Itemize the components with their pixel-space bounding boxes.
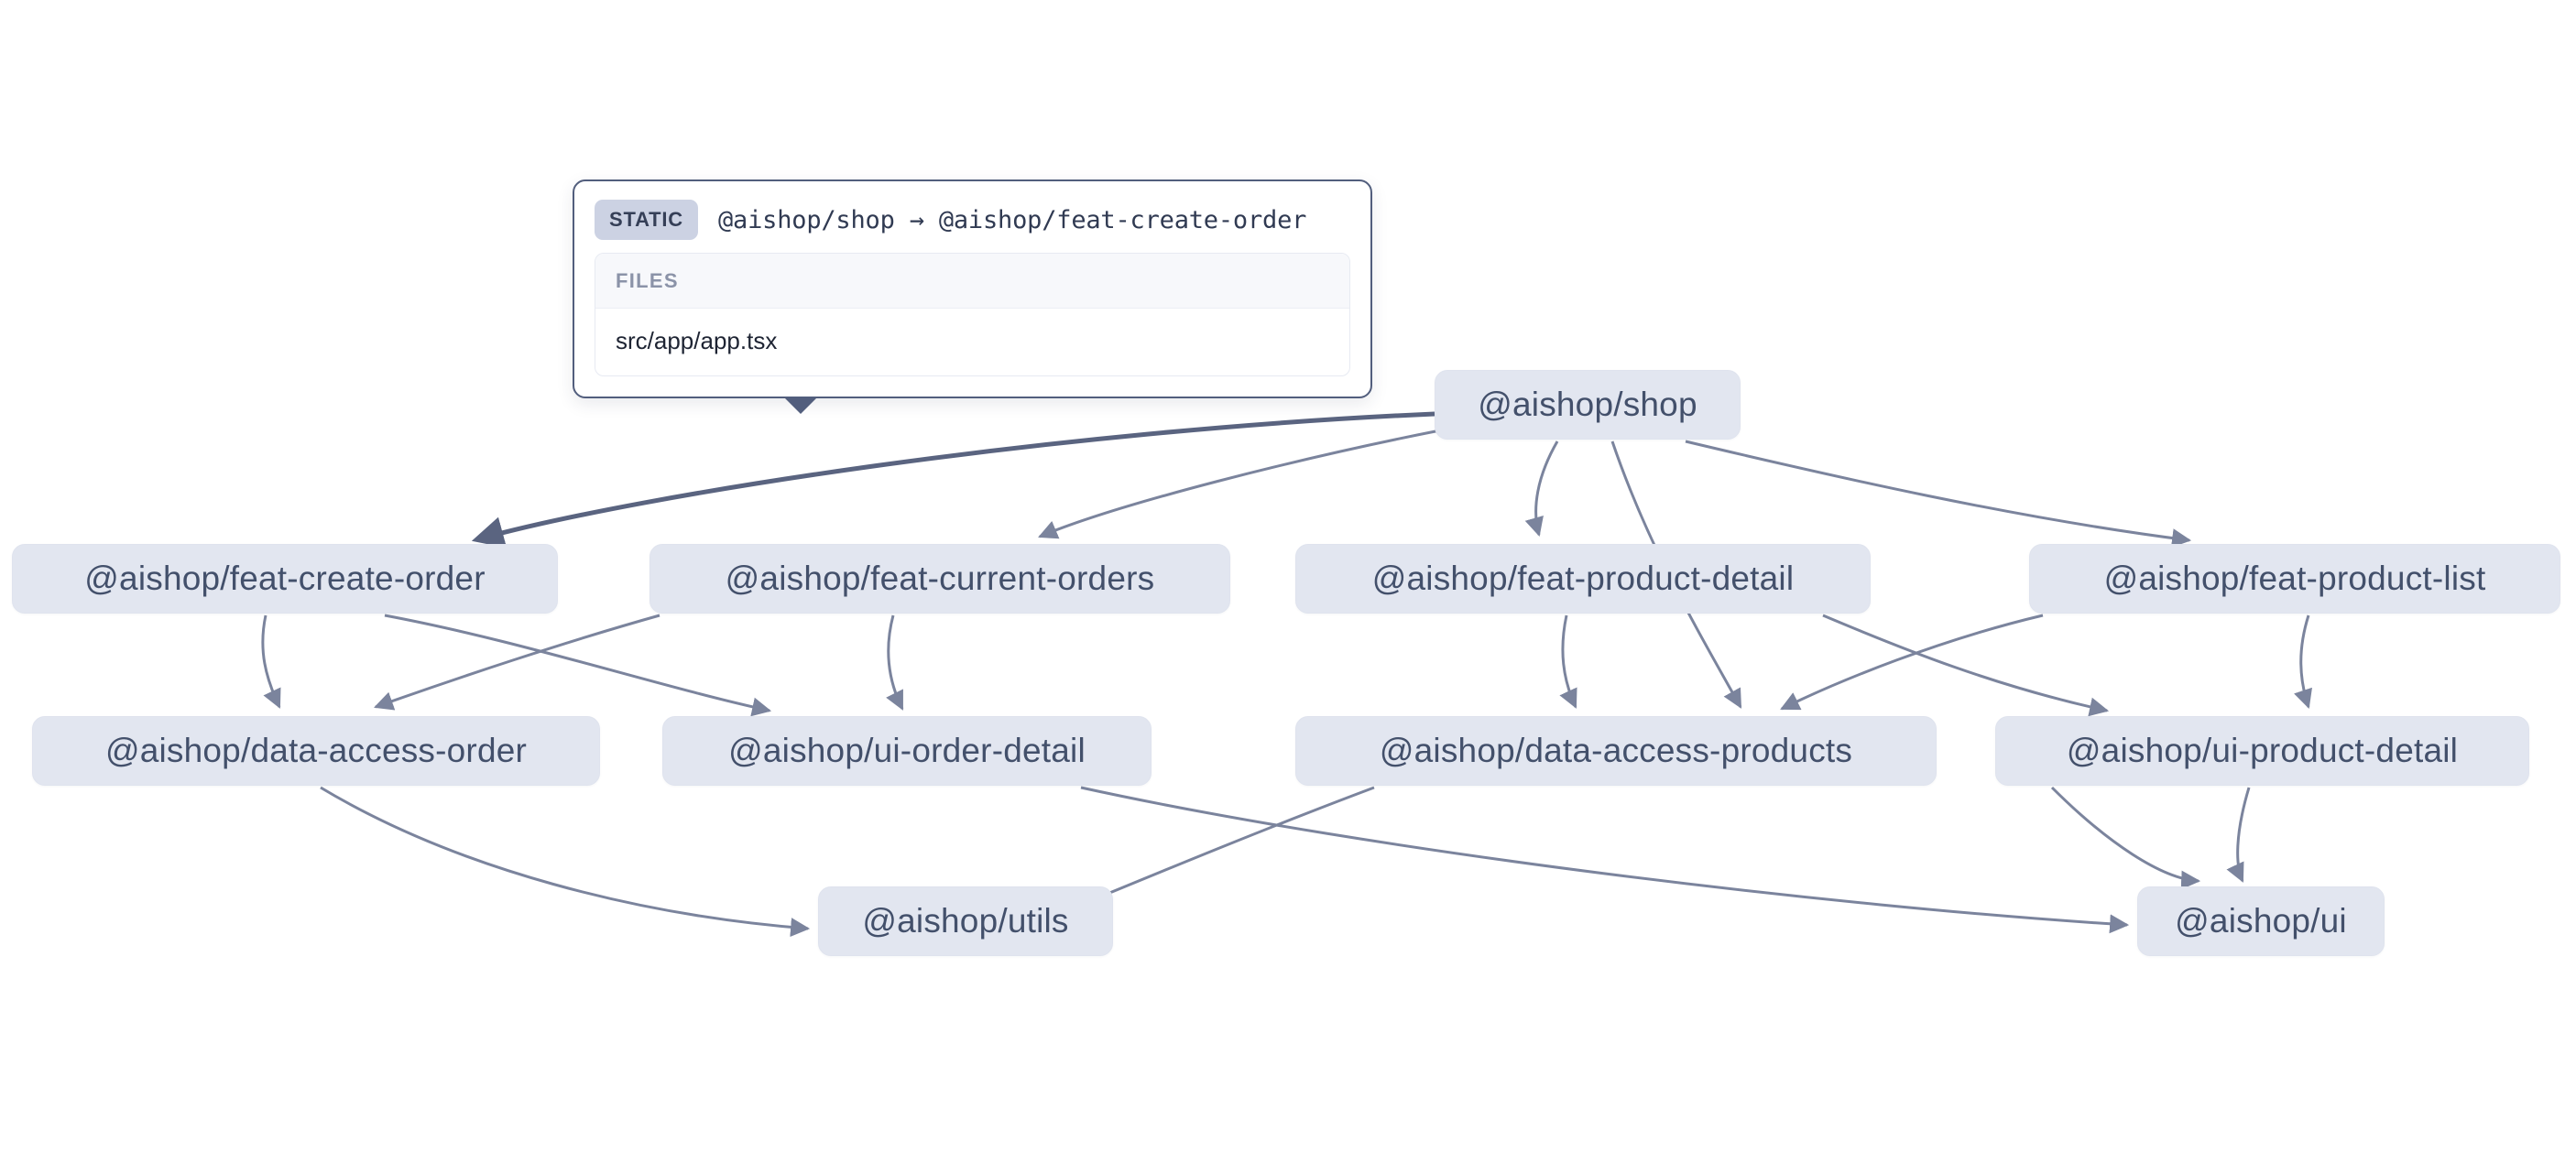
edge-feat-current-orders-to-ui-order-detail <box>886 614 904 711</box>
files-heading: FILES <box>595 254 1349 309</box>
edge-ui-product-detail-to-ui <box>2050 786 2201 890</box>
graph-node-feat-create-order[interactable]: @aishop/feat-create-order <box>12 544 558 614</box>
edge-data-access-products-to-utils <box>1075 786 1375 909</box>
graph-node-feat-product-detail[interactable]: @aishop/feat-product-detail <box>1295 544 1871 614</box>
graph-node-ui[interactable]: @aishop/ui <box>2137 886 2385 956</box>
tooltip-header: STATIC @aishop/shop → @aishop/feat-creat… <box>574 181 1370 253</box>
graph-node-label: @aishop/ui-product-detail <box>2066 732 2459 769</box>
graph-node-data-access-order[interactable]: @aishop/data-access-order <box>32 716 600 786</box>
graph-node-ui-order-detail[interactable]: @aishop/ui-order-detail <box>662 716 1152 786</box>
edge-shop-to-feat-product-detail <box>1524 440 1559 538</box>
graph-node-label: @aishop/data-access-order <box>104 732 528 769</box>
file-list-item[interactable]: src/app/app.tsx <box>616 327 778 354</box>
edge-ui-product-detail-to-ui-alt <box>2226 787 2251 883</box>
edge-feat-current-orders-to-data-access-order <box>374 614 660 711</box>
edge-shop-to-feat-create-order <box>471 411 1435 549</box>
graph-node-label: @aishop/ui <box>2175 902 2347 940</box>
graph-node-label: @aishop/shop <box>1478 386 1697 423</box>
graph-node-data-access-products[interactable]: @aishop/data-access-products <box>1295 716 1937 786</box>
edge-feat-create-order-to-data-access-order <box>261 614 281 709</box>
tooltip-pointer-icon <box>783 397 818 414</box>
static-badge: STATIC <box>595 200 698 240</box>
edge-ui-order-detail-to-ui <box>1080 786 2130 934</box>
edge-shop-to-feat-current-orders <box>1038 429 1441 539</box>
graph-node-utils[interactable]: @aishop/utils <box>818 886 1113 956</box>
tooltip-title: @aishop/shop → @aishop/feat-create-order <box>717 205 1307 234</box>
graph-node-label: @aishop/ui-order-detail <box>728 732 1086 769</box>
graph-node-label: @aishop/feat-create-order <box>84 560 486 597</box>
edge-feat-product-list-to-ui-product-detail <box>2294 614 2312 709</box>
edge-shop-to-feat-product-list <box>1685 440 2192 549</box>
graph-node-ui-product-detail[interactable]: @aishop/ui-product-detail <box>1995 716 2529 786</box>
graph-node-label: @aishop/feat-product-detail <box>1371 560 1795 597</box>
graph-node-label: @aishop/feat-product-list <box>2103 560 2486 597</box>
graph-node-shop[interactable]: @aishop/shop <box>1435 370 1741 440</box>
graph-node-label: @aishop/utils <box>862 902 1069 940</box>
edge-feat-product-detail-to-ui-product-detail <box>1822 614 2110 717</box>
files-panel: FILES src/app/app.tsx <box>595 253 1350 376</box>
graph-node-feat-product-list[interactable]: @aishop/feat-product-list <box>2029 544 2560 614</box>
edge-detail-tooltip[interactable]: STATIC @aishop/shop → @aishop/feat-creat… <box>573 179 1372 414</box>
edge-feat-product-detail-to-data-access-products <box>1559 614 1577 709</box>
edge-data-access-order-to-utils <box>320 786 811 938</box>
graph-node-feat-current-orders[interactable]: @aishop/feat-current-orders <box>649 544 1230 614</box>
graph-node-label: @aishop/data-access-products <box>1379 732 1853 769</box>
graph-node-label: @aishop/feat-current-orders <box>725 560 1155 597</box>
edge-feat-create-order-to-ui-order-detail <box>384 614 772 717</box>
edge-feat-product-list-to-data-access-products <box>1780 614 2044 711</box>
